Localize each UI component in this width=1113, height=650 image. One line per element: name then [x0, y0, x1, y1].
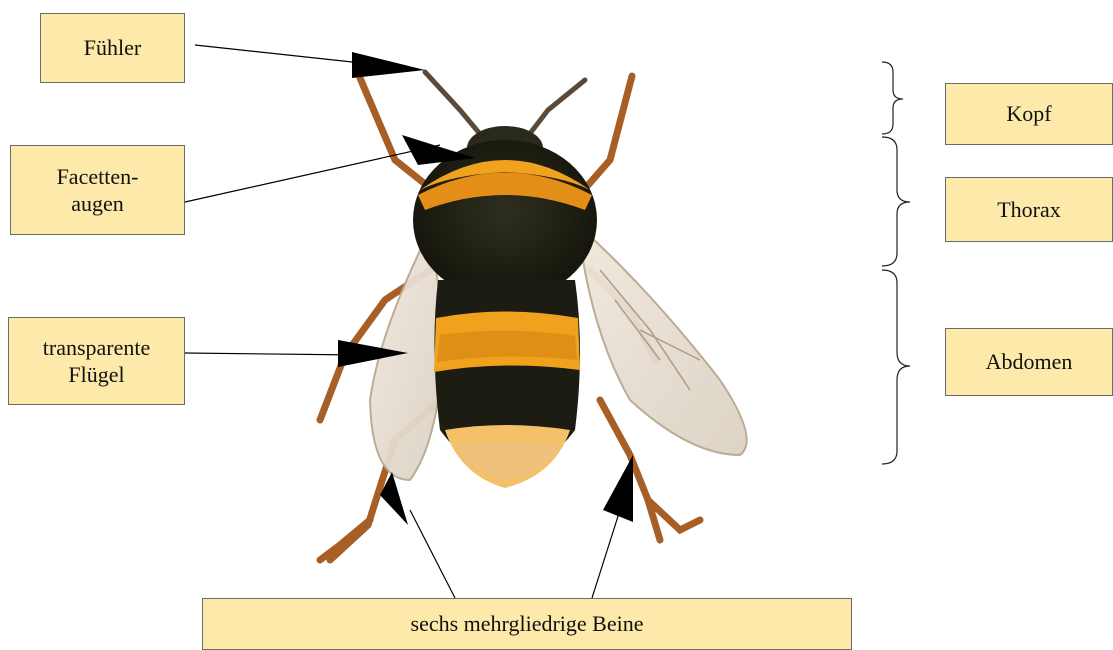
label-compound-eyes-text: Facetten- augen	[57, 163, 139, 218]
label-wings-text: transparente Flügel	[43, 334, 151, 389]
brace-thorax	[882, 137, 910, 266]
label-thorax: Thorax	[945, 177, 1113, 242]
label-abdomen: Abdomen	[945, 328, 1113, 396]
bee-body	[413, 126, 597, 488]
label-wings: transparente Flügel	[8, 317, 185, 405]
label-antenna: Fühler	[40, 13, 185, 83]
label-head: Kopf	[945, 83, 1113, 145]
arrowhead-leg-right	[603, 455, 633, 522]
arrowhead-antenna	[352, 52, 425, 78]
brace-head	[882, 62, 903, 134]
label-thorax-text: Thorax	[997, 196, 1061, 224]
label-abdomen-text: Abdomen	[986, 348, 1073, 376]
label-head-text: Kopf	[1006, 100, 1051, 128]
brace-abdomen	[882, 270, 910, 464]
label-antenna-text: Fühler	[84, 34, 141, 62]
label-compound-eyes: Facetten- augen	[10, 145, 185, 235]
label-legs: sechs mehrgliedrige Beine	[202, 598, 852, 650]
body-section-braces	[882, 62, 910, 464]
label-legs-text: sechs mehrgliedrige Beine	[411, 610, 644, 638]
